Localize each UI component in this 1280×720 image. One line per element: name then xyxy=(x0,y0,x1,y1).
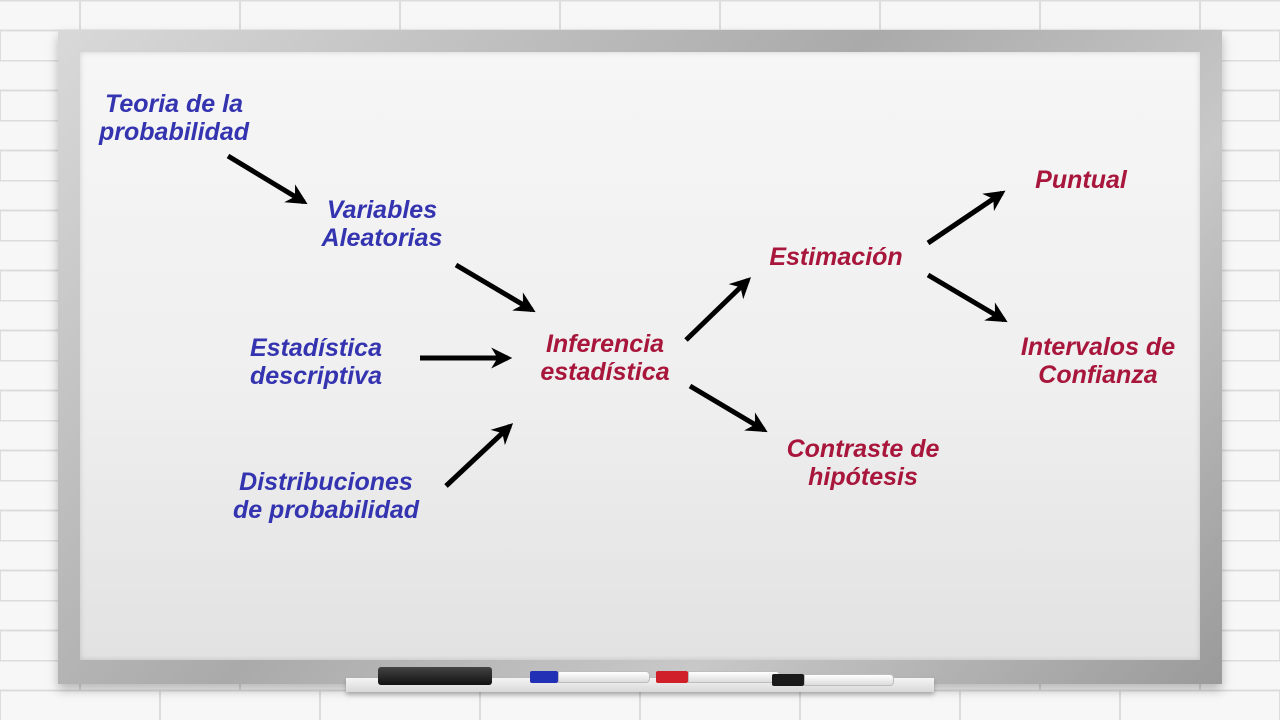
node-probability-distributions-line1: Distribuciones xyxy=(239,468,413,496)
arrow-probability-to-variables xyxy=(226,153,308,205)
black-marker xyxy=(772,674,894,686)
node-descriptive-statistics: Estadística descriptiva xyxy=(230,334,402,390)
black-marker-cap xyxy=(772,674,804,686)
arrow-inference-to-hypothesis xyxy=(688,383,768,433)
node-statistical-inference-line2: estadística xyxy=(540,358,670,386)
node-probability-distributions: Distribuciones de probabilidad xyxy=(210,468,442,524)
node-probability-distributions-line2: de probabilidad xyxy=(232,496,420,524)
node-hypothesis-testing: Contraste de hipótesis xyxy=(766,435,960,491)
node-confidence-intervals-line1: Intervalos de xyxy=(1020,333,1176,361)
arrow-estimation-to-point xyxy=(926,190,1006,246)
arrow-estimation-to-intervals xyxy=(926,272,1008,323)
node-estimation: Estimación xyxy=(752,243,920,271)
arrow-variables-to-inference xyxy=(454,262,536,313)
red-marker xyxy=(656,671,780,683)
node-confidence-intervals: Intervalos de Confianza xyxy=(1000,333,1196,389)
node-probability-theory-line2: probabilidad xyxy=(99,118,249,146)
node-descriptive-statistics-line2: descriptiva xyxy=(249,362,382,390)
node-random-variables-line2: Aleatorias xyxy=(321,224,443,252)
whiteboard-surface xyxy=(80,52,1200,660)
node-statistical-inference: Inferencia estadística xyxy=(522,330,688,386)
node-statistical-inference-line1: Inferencia xyxy=(545,330,665,358)
node-hypothesis-testing-line1: Contraste de xyxy=(786,435,940,463)
node-probability-theory-line1: Teoria de la xyxy=(104,90,243,118)
node-descriptive-statistics-line1: Estadística xyxy=(249,334,382,362)
node-random-variables-line1: Variables xyxy=(326,196,438,224)
arrow-distributions-to-inference xyxy=(444,423,514,488)
node-hypothesis-testing-line2: hipótesis xyxy=(808,463,918,491)
node-probability-theory: Teoria de la probabilidad xyxy=(84,90,264,146)
node-confidence-intervals-line2: Confianza xyxy=(1038,361,1158,389)
eraser xyxy=(378,667,492,685)
red-marker-cap xyxy=(656,671,688,683)
node-estimation-line1: Estimación xyxy=(769,243,903,271)
blue-marker xyxy=(530,671,650,683)
node-point: Puntual xyxy=(1018,166,1144,194)
node-point-line1: Puntual xyxy=(1035,166,1127,194)
node-random-variables: Variables Aleatorias xyxy=(302,196,462,252)
blue-marker-cap xyxy=(530,671,558,683)
arrow-inference-to-estimation xyxy=(684,277,752,342)
